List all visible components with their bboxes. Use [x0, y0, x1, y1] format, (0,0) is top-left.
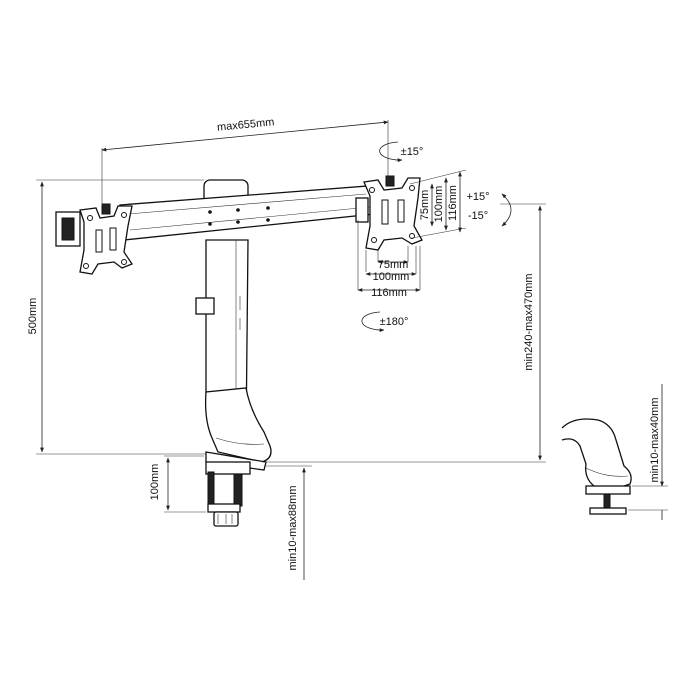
vesa-v75-label: 75mm: [419, 190, 431, 221]
vesa-v100-label: 100mm: [433, 186, 445, 223]
base: [204, 387, 272, 471]
grommet-detail: [561, 418, 632, 515]
vesa-h75-label: 75mm: [378, 259, 409, 271]
vesa-horizontal-dimensions: 75mm 100mm 116mm: [357, 220, 421, 299]
rotate-label: ±180°: [380, 316, 409, 328]
clamp-depth-label: 100mm: [149, 464, 161, 501]
vesa-v116-label: 116mm: [447, 185, 459, 221]
arm-span-dimension: max655mm: [101, 116, 389, 206]
grommet-thickness-dimension: min10-max40mm: [628, 384, 668, 520]
total-height-dimension: 500mm: [27, 179, 206, 455]
right-vesa-plate: [355, 175, 423, 251]
clamp-thickness-label: min10-max88mm: [287, 486, 299, 571]
clamp-depth-dimension: 100mm: [149, 455, 206, 513]
tilt-indicator: +15° -15°: [466, 191, 512, 227]
rotate-indicator: ±180°: [361, 311, 409, 333]
total-height-label: 500mm: [27, 298, 39, 335]
vesa-h100-label: 100mm: [373, 271, 410, 283]
arm-span-label: max655mm: [217, 116, 275, 134]
tilt-up-label: +15°: [466, 191, 489, 203]
pole-height-label: min240-max470mm: [523, 273, 535, 370]
pole-height-dimension: min240-max470mm: [262, 203, 546, 463]
swivel-label: ±15°: [401, 146, 424, 158]
swivel-indicator: ±15°: [379, 141, 424, 163]
grommet-thickness-label: min10-max40mm: [649, 398, 661, 483]
desk-clamp: [205, 461, 251, 527]
left-vesa-plate: [55, 203, 133, 275]
tilt-down-label: -15°: [468, 210, 488, 222]
clamp-thickness-dimension: min10-max88mm: [266, 465, 312, 580]
monitor-arm: [55, 175, 423, 527]
vesa-h116-label: 116mm: [371, 287, 407, 299]
height-collar: [195, 297, 215, 315]
vesa-vertical-dimensions: 75mm 100mm 116mm: [409, 169, 467, 239]
